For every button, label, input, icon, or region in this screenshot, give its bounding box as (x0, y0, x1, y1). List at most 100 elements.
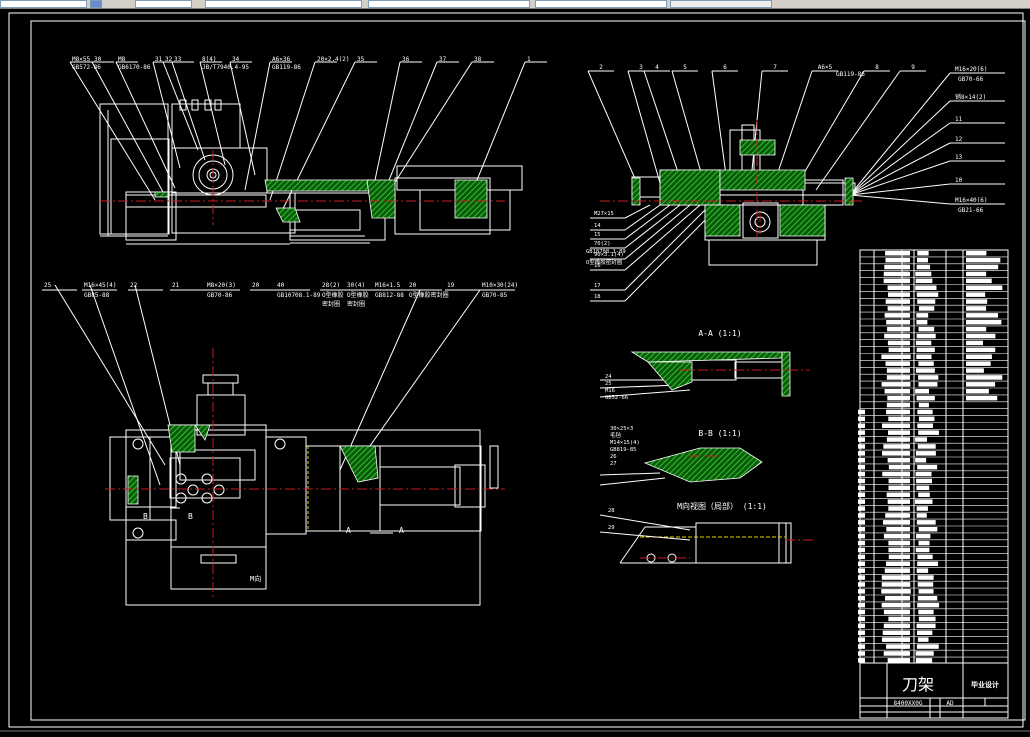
leader-line (849, 160, 951, 196)
table-cell-text (916, 644, 939, 649)
leader-line (171, 61, 206, 161)
table-cell-text (858, 464, 865, 470)
toolbar-field[interactable] (0, 0, 87, 8)
table-cell-text (915, 458, 927, 463)
table-cell-text (881, 582, 911, 587)
part-spec: O型橡胶 (322, 291, 344, 299)
toolbar-field[interactable] (135, 0, 192, 8)
table-cell-text (903, 637, 910, 642)
leader-line (115, 61, 176, 189)
part-label: 24 (605, 374, 612, 380)
table-cell-text (903, 451, 910, 456)
table-cell-text (903, 596, 910, 601)
table-cell-text (915, 547, 930, 553)
part-label: 18 (594, 294, 601, 300)
table-cell-text (918, 540, 930, 546)
leader-line (54, 284, 166, 466)
table-cell-text (881, 575, 911, 580)
toolbar-field[interactable] (670, 0, 772, 8)
part-label: 4 (655, 64, 659, 71)
toolbar-field[interactable] (368, 0, 530, 8)
part-label: M8×20(3) (207, 282, 236, 289)
table-cell-text (903, 375, 910, 380)
table-cell-text (858, 527, 865, 532)
table-cell-text (903, 554, 910, 560)
table-cell-text (917, 257, 928, 263)
table-cell-text (915, 499, 933, 504)
outline (207, 382, 234, 396)
part-label: 12 (955, 136, 963, 143)
part-label: M16×1.5 (375, 282, 401, 289)
table-cell-text (858, 596, 865, 601)
table-cell-text (886, 368, 906, 373)
table-cell-text (858, 533, 865, 539)
table-cell-text (888, 485, 904, 491)
part-spec: GB70-86 (207, 292, 233, 299)
housing-outline (99, 103, 169, 235)
bolt-hole (175, 492, 187, 504)
table-cell-text (858, 589, 865, 594)
table-cell-text (917, 554, 933, 560)
toolbar-field[interactable] (205, 0, 362, 8)
part-label: 28 (608, 508, 615, 514)
table-cell-text (858, 651, 865, 656)
layer-icon[interactable] (90, 0, 102, 8)
table-cell-text (966, 320, 1002, 325)
table-cell-text (858, 506, 865, 511)
line (619, 526, 646, 564)
table-cell-text (887, 658, 905, 663)
table-cell-text (903, 589, 910, 594)
table-cell-text (887, 430, 905, 435)
table-cell-text (886, 644, 906, 649)
toolbar-field[interactable] (535, 0, 667, 8)
bolt-head (191, 99, 199, 111)
table-cell-text (917, 423, 933, 428)
table-cell-text (885, 596, 907, 601)
table-cell-text (966, 347, 996, 353)
leader-line (624, 204, 651, 219)
toolbar (0, 0, 1030, 9)
part-spec: O型橡胶 (347, 291, 369, 299)
table-cell-text (916, 520, 936, 525)
table-cell-text (883, 651, 909, 656)
table-cell-text (966, 326, 987, 332)
table-cell-text (903, 513, 910, 518)
table-cell-text (918, 306, 935, 311)
table-cell-text (887, 326, 905, 332)
part-label: 35 (357, 56, 365, 63)
leader-line (599, 389, 691, 398)
leader-line (162, 61, 199, 151)
hatched-clamp (167, 424, 196, 453)
table-cell-text (966, 264, 999, 270)
table-cell-text (966, 313, 999, 318)
hatched-cylinder-end (339, 445, 379, 483)
table-cell-text (903, 320, 910, 325)
table-cell-text (915, 271, 932, 277)
table-cell-text (858, 602, 865, 608)
view-m-body (695, 522, 787, 564)
table-cell-text (886, 437, 906, 442)
table-cell-text (883, 533, 909, 539)
table-cell-text (966, 340, 983, 346)
bolt-hole (175, 473, 187, 485)
table-cell-text (858, 423, 865, 428)
part-label: 25 (44, 282, 52, 289)
table-cell-text (903, 499, 910, 504)
hatched-bb-leaf (643, 447, 763, 483)
part-spec: GB119-86 (836, 71, 865, 78)
table-cell-text (903, 492, 910, 497)
table-cell-text (916, 313, 929, 318)
table-cell-text (918, 492, 930, 497)
table-cell-text (887, 395, 905, 401)
part-label: M16×45(4) (84, 282, 117, 289)
part-label: 7 (773, 64, 777, 71)
part-label: 11 (955, 116, 963, 123)
table-cell-text (966, 368, 984, 373)
table-cell-text (886, 320, 906, 325)
part-spec: GB10708.1-89 (586, 249, 626, 255)
leader-line (229, 61, 256, 176)
part-spec: 密封圈 (322, 300, 340, 308)
table-cell-text (903, 361, 910, 366)
leader-line (359, 289, 481, 461)
